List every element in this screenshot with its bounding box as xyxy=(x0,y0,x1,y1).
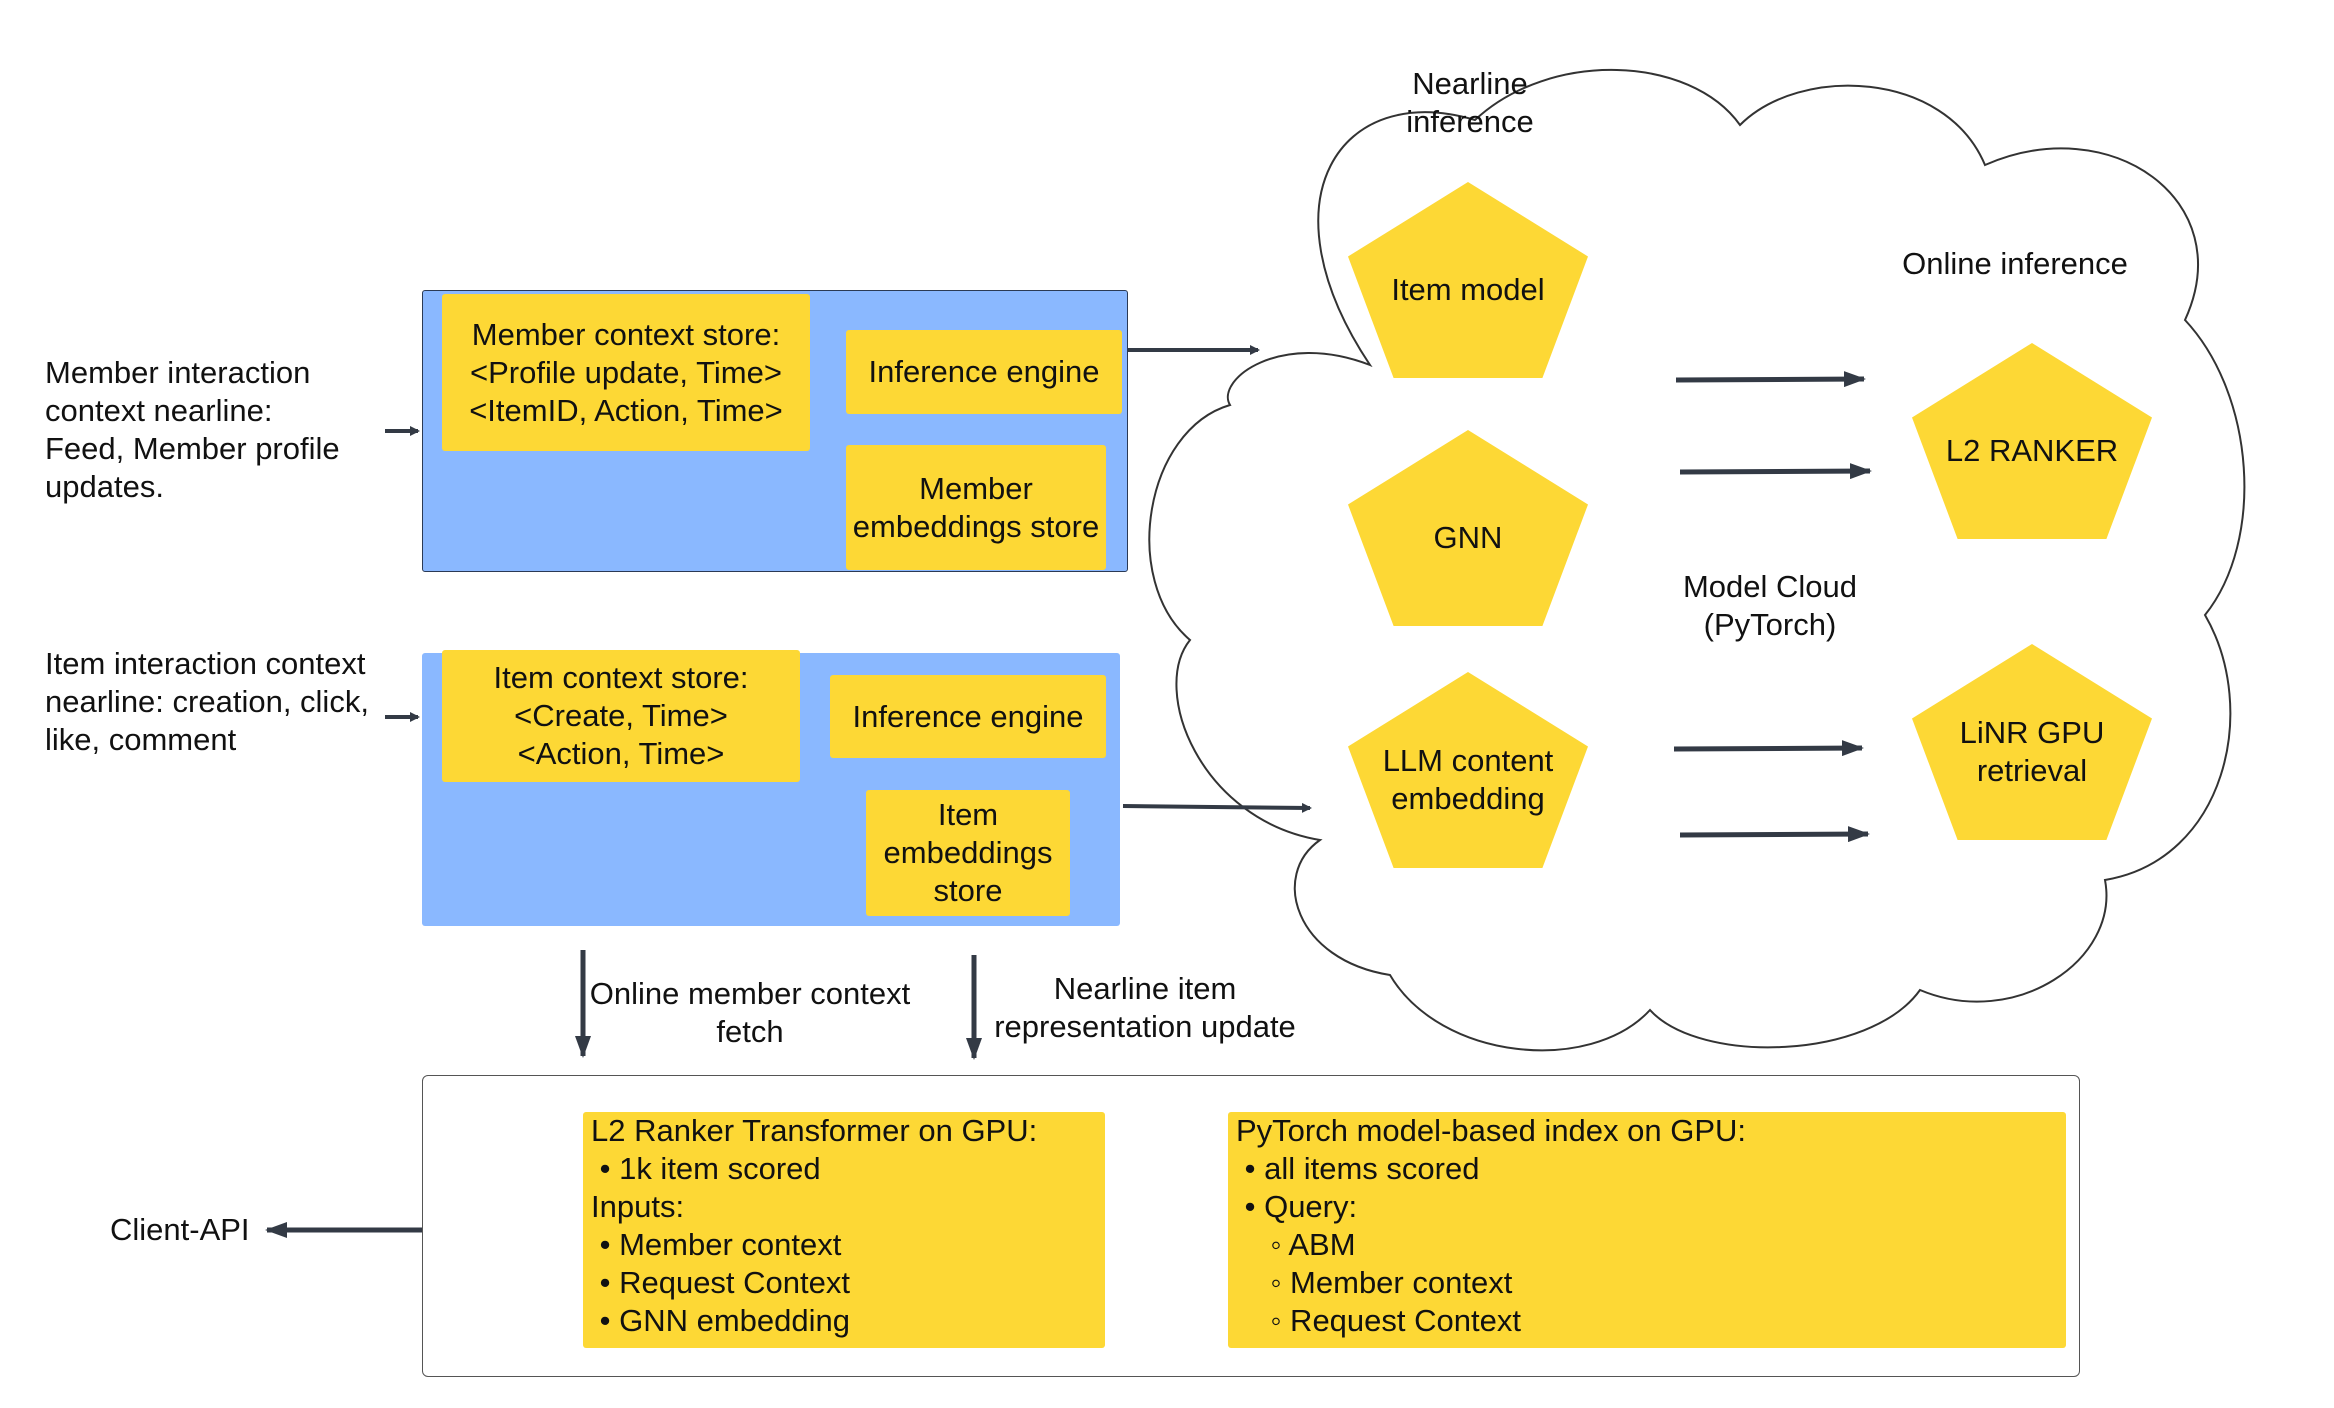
item-embeddings-store: Item embeddings store xyxy=(866,790,1070,916)
pytorch-index-box: PyTorch model-based index on GPU: • all … xyxy=(1228,1112,2066,1348)
arrow-item-panel-to-cloud xyxy=(1122,802,1312,813)
client-api-label: Client-API xyxy=(110,1212,250,1247)
member-embeddings-store: Member embeddings store xyxy=(846,445,1106,570)
linr-gpu-retrieval-pentagon: LiNR GPU retrieval xyxy=(1912,644,2152,840)
online-inference-label: Online inference xyxy=(1902,246,2128,281)
member-context-store: Member context store: <Profile update, T… xyxy=(442,294,810,451)
member-inference-engine: Inference engine xyxy=(846,330,1122,414)
member-interaction-label: Member interaction context nearline: Fee… xyxy=(45,355,340,504)
l2-ranker-transformer-box: L2 Ranker Transformer on GPU: • 1k item … xyxy=(583,1112,1105,1348)
arrow-cloud-4 xyxy=(1679,826,1870,843)
arrow-cloud-1 xyxy=(1675,371,1866,388)
arrow-cloud-2 xyxy=(1679,463,1872,480)
nearline-item-update-label: Nearline item representation update xyxy=(994,971,1296,1044)
item-inference-engine: Inference engine xyxy=(830,675,1106,758)
online-member-fetch-label: Online member context fetch xyxy=(589,976,911,1049)
model-cloud-label: Model Cloud (PyTorch) xyxy=(1682,569,1858,642)
nearline-inference-label: Nearline inference xyxy=(1406,66,1534,139)
arrow-cloud-3 xyxy=(1673,740,1864,757)
model-cloud-shape xyxy=(1148,68,2246,1052)
item-context-store: Item context store: <Create, Time> <Acti… xyxy=(442,650,800,782)
item-interaction-label: Item interaction context nearline: creat… xyxy=(45,646,369,757)
